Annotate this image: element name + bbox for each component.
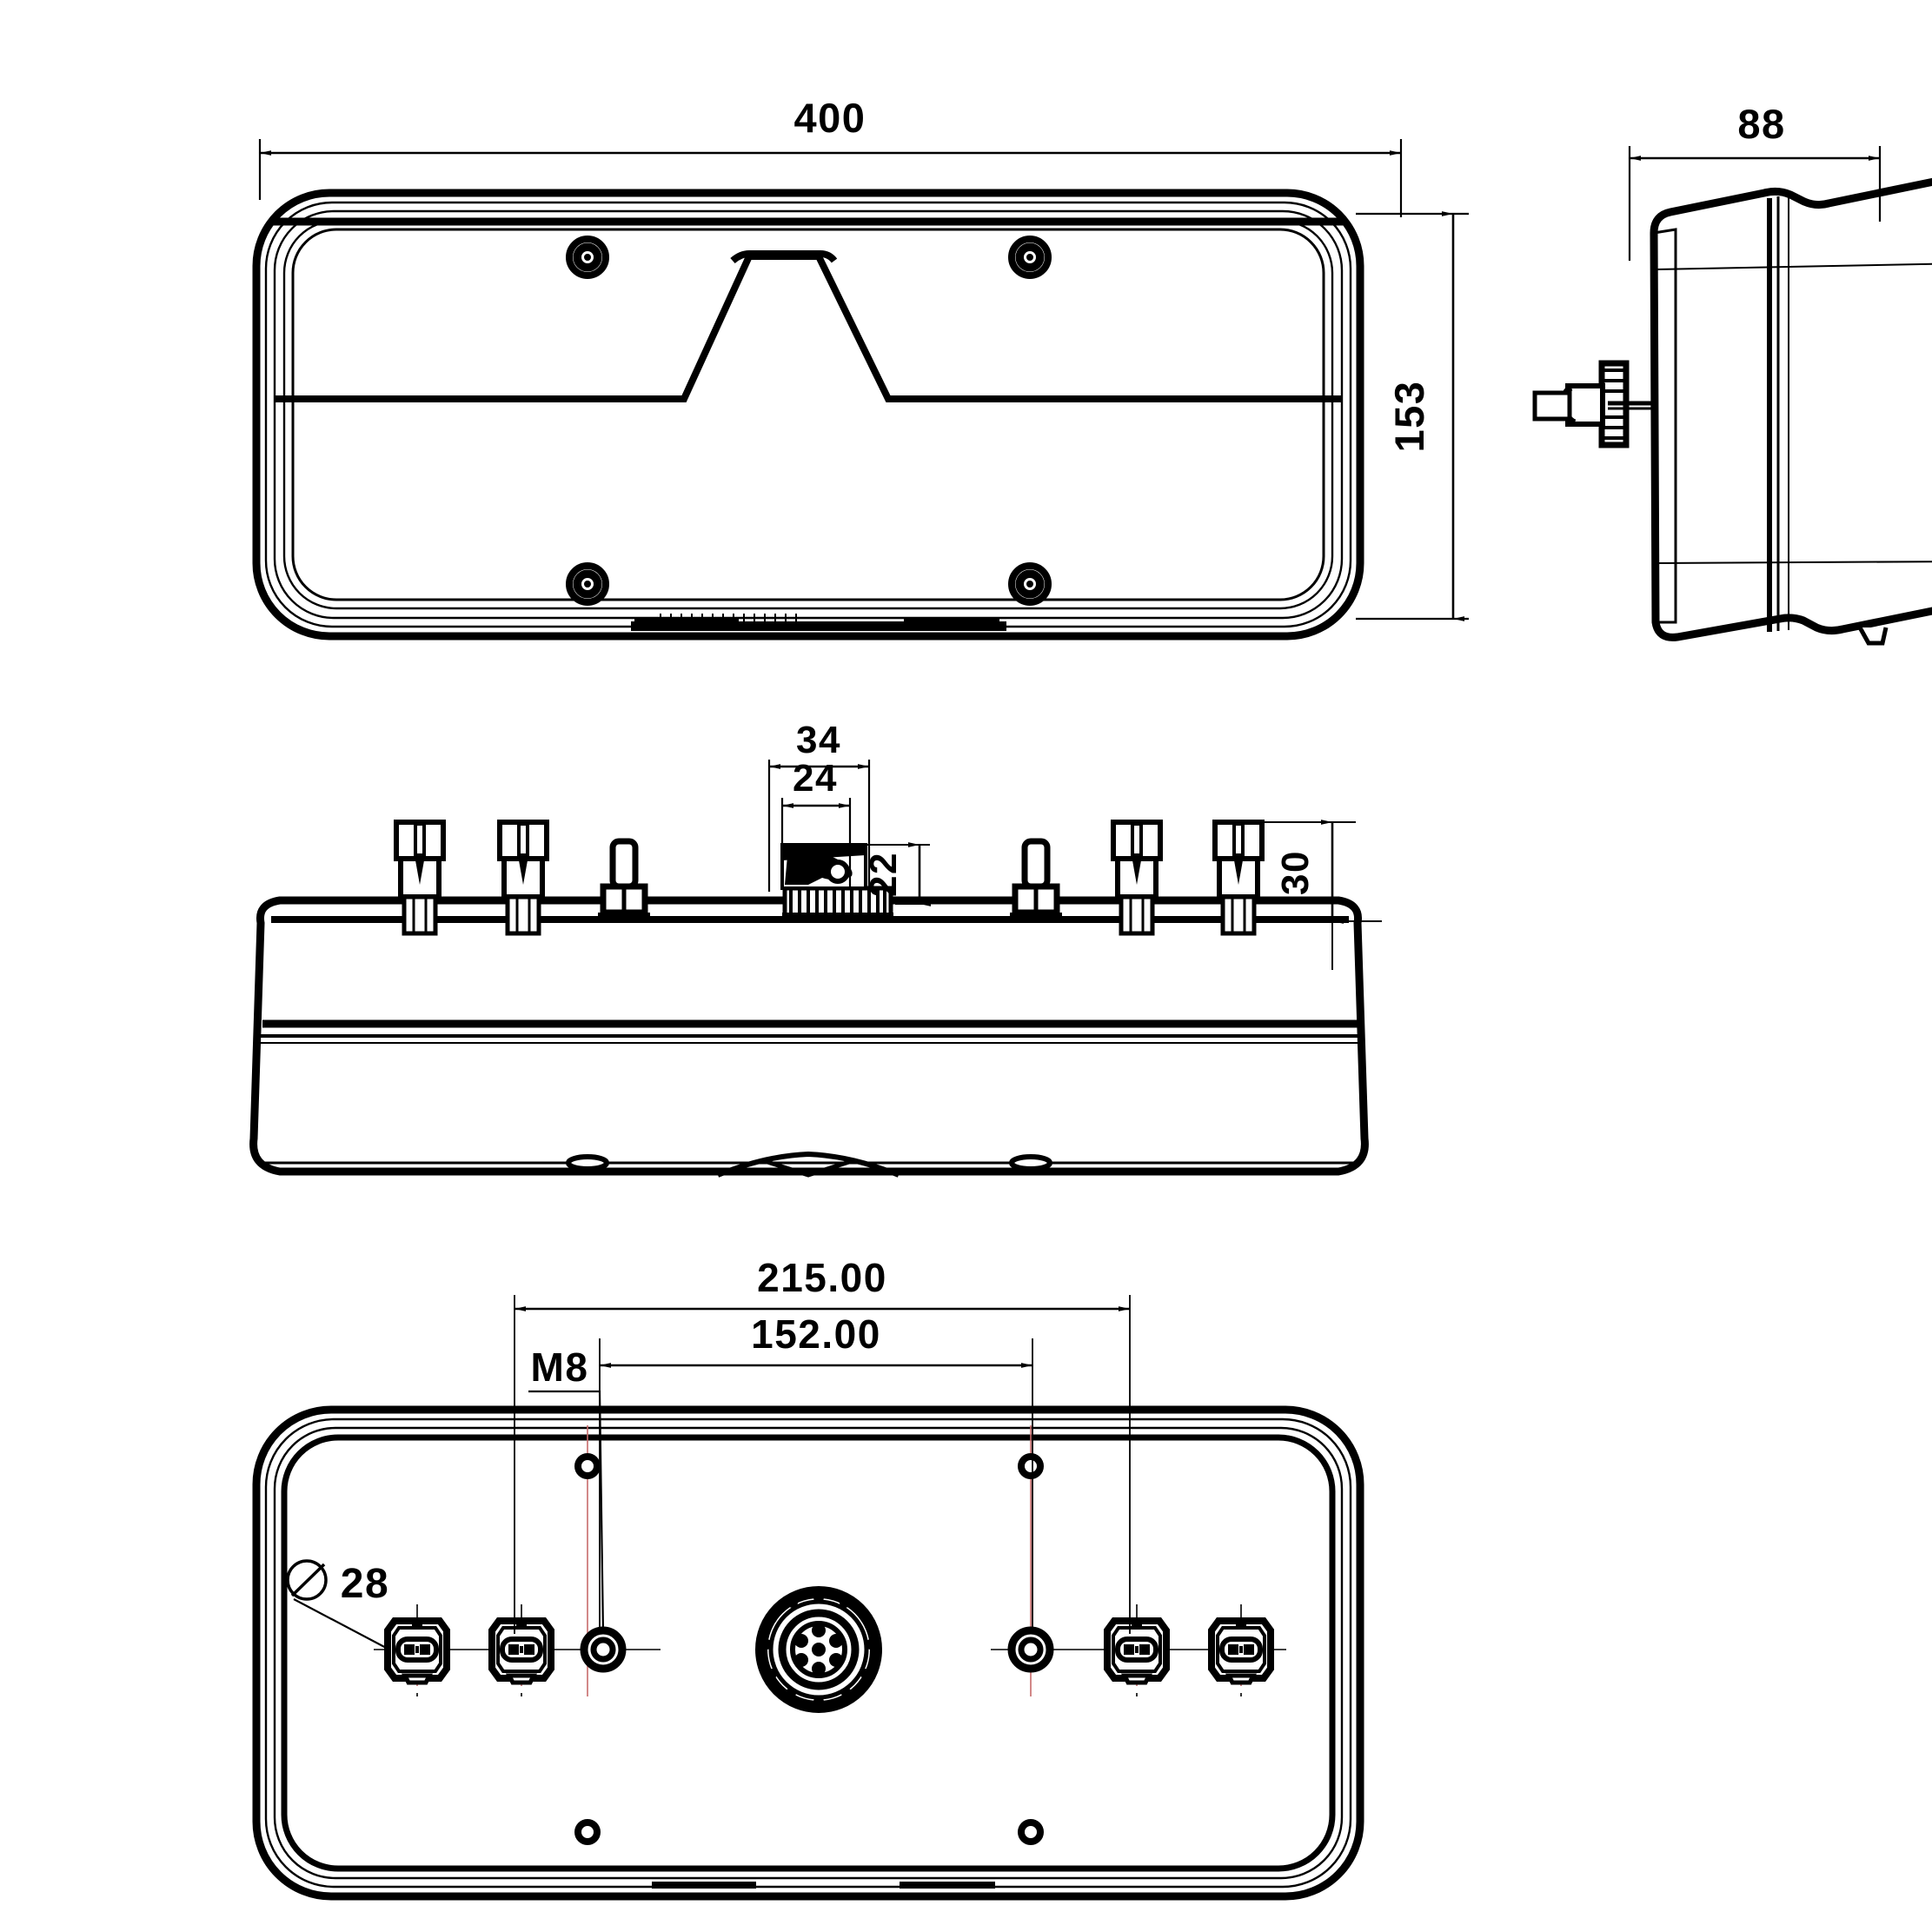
dimension-152-label: 152.00 <box>751 1311 881 1357</box>
front-view-lens: 400 153 <box>252 95 1469 641</box>
rear-view-m8-hole-top-left <box>578 1457 597 1476</box>
dimension-30-label: 30 <box>1274 850 1317 895</box>
top-view-slot-right <box>1009 1154 1052 1172</box>
dimension-34: 34 <box>767 719 871 895</box>
dimension-152: 152.00 <box>599 1311 1033 1634</box>
side-view-profile: 88 <box>1532 101 1932 646</box>
rear-view-m8-hole-top-right <box>1021 1457 1040 1476</box>
top-view-bottom-notch <box>716 1151 900 1178</box>
callout-diameter-28-value: 28 <box>341 1561 389 1607</box>
rear-view-bezel-line-1 <box>264 1417 1352 1889</box>
dimension-215: 215.00 <box>514 1255 1131 1634</box>
front-view-peak-radius <box>730 250 838 264</box>
dimension-400-label: 400 <box>794 95 866 141</box>
rear-view-bolt-hole-right <box>1012 1630 1050 1669</box>
dimension-24: 24 <box>780 757 852 888</box>
dimension-22-label: 22 <box>862 852 905 897</box>
dimension-34-label: 34 <box>796 719 841 761</box>
side-view-back-step <box>1653 228 1677 624</box>
rear-view-bottom-marking-band <box>652 1882 995 1889</box>
callout-diameter-28-leader <box>293 1598 390 1650</box>
rear-view-m8-hole-bottom-left <box>578 1822 597 1842</box>
rear-view-connector-left-1 <box>388 1621 447 1683</box>
rear-view-socket-knurl <box>761 1592 876 1707</box>
front-view-screw-bottom-left <box>569 566 606 602</box>
side-view-connector-stub <box>1532 360 1651 448</box>
top-view-connectors: 34 24 22 30 <box>249 719 1382 1178</box>
top-view-bottom-notch-inner <box>764 1159 853 1178</box>
front-view-screw-bottom-right <box>1012 566 1048 602</box>
rear-view-connector-right-2 <box>1212 1621 1271 1683</box>
top-view-slot-left <box>566 1154 609 1172</box>
callout-diameter-28: 28 <box>286 1559 390 1650</box>
side-view-ref-line-top <box>1656 262 1932 270</box>
top-view-central-cap <box>780 843 893 920</box>
top-view-plug-right-1 <box>1113 822 1160 933</box>
rear-view-m8-hole-bottom-right <box>1021 1822 1040 1842</box>
rear-view-multipin-socket <box>755 1586 882 1713</box>
front-view-screw-top-left <box>569 239 606 276</box>
rear-view-back-plate: 215.00 152.00 M8 28 <box>252 1255 1364 1901</box>
dimension-400: 400 <box>258 95 1403 217</box>
dimension-30: 30 <box>1262 820 1382 970</box>
side-view-bottom-tab <box>1857 626 1889 646</box>
top-view-plug-right-2 <box>1215 822 1262 933</box>
front-view-lens-panel <box>291 228 1325 601</box>
front-view-bottom-marking-band <box>631 614 1006 631</box>
rear-view-connector-right-1 <box>1107 1621 1166 1683</box>
front-view-bezel-line-2 <box>273 209 1344 620</box>
diameter-symbol-circle <box>286 1559 328 1601</box>
callout-m8-leader <box>528 1390 605 1635</box>
front-view-screw-top-right <box>1012 239 1048 276</box>
side-view-ref-line-bottom <box>1656 561 1932 564</box>
top-view-plug-left-2 <box>500 822 547 933</box>
dimension-22: 22 <box>834 842 931 906</box>
rear-view-socket-pins <box>794 1623 843 1676</box>
rear-view-bezel-line-2 <box>273 1426 1344 1880</box>
side-view-body-outline <box>1650 177 1932 641</box>
dimension-24-label: 24 <box>793 757 838 800</box>
dimension-153: 153 <box>1356 211 1469 621</box>
rear-view-bolt-hole-left <box>584 1630 622 1669</box>
dimension-215-label: 215.00 <box>757 1255 887 1300</box>
dimension-153-label: 153 <box>1386 381 1432 453</box>
dimension-88: 88 <box>1628 101 1882 261</box>
callout-m8-label: M8 <box>531 1344 589 1390</box>
dimension-88-label: 88 <box>1737 101 1785 147</box>
diameter-symbol-slash <box>290 1563 326 1597</box>
top-view-plug-left-1 <box>396 822 443 933</box>
rear-view-connector-left-2 <box>492 1621 551 1683</box>
callout-m8: M8 <box>528 1344 605 1635</box>
